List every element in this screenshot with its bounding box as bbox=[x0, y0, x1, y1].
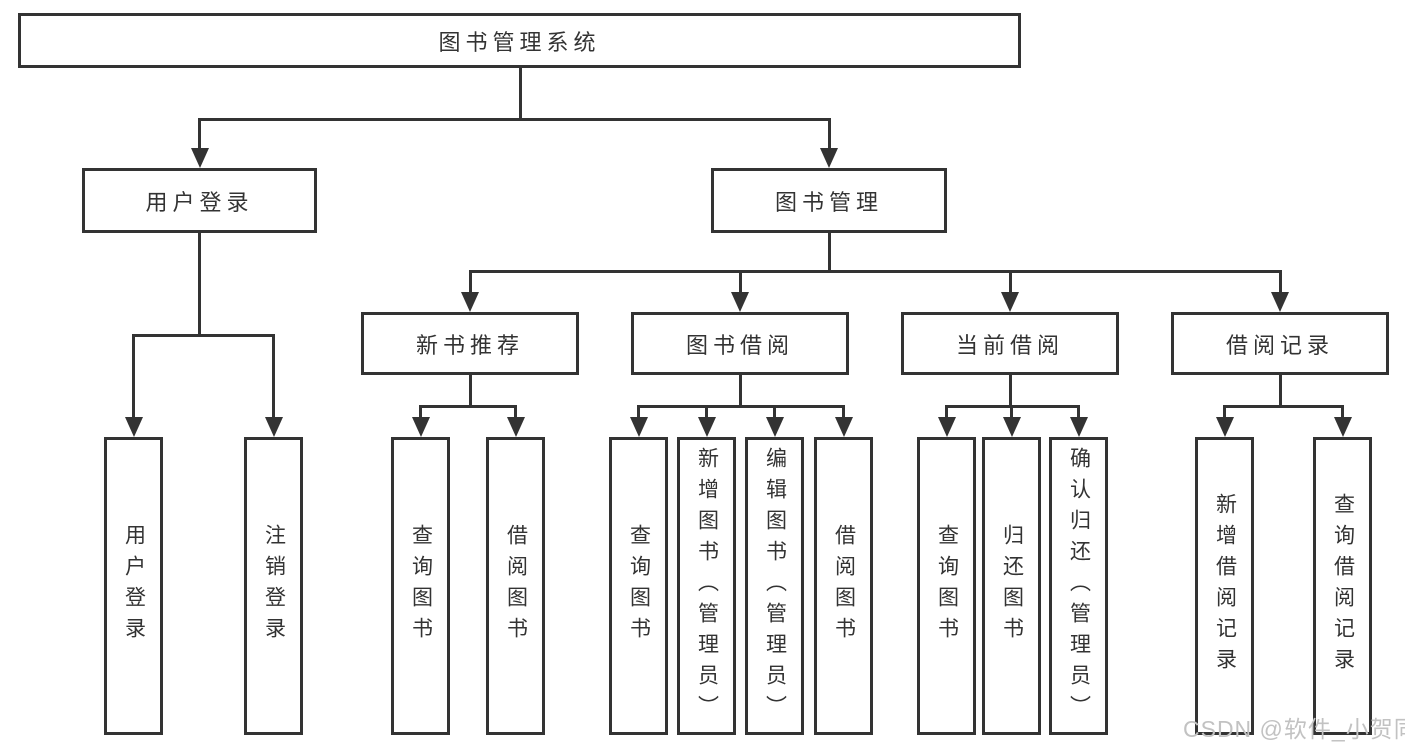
arrowhead-down-icon bbox=[765, 417, 784, 437]
connector-hline bbox=[637, 405, 845, 408]
arrowhead-down-icon bbox=[124, 417, 143, 437]
connector-vline bbox=[1008, 270, 1012, 294]
leaf-borrow-books: 借阅图书 bbox=[814, 437, 873, 735]
arrowhead-down-icon bbox=[1271, 292, 1289, 312]
arrowhead-down-icon bbox=[190, 148, 209, 168]
connector-vline bbox=[198, 118, 201, 149]
connector-vline bbox=[198, 232, 201, 336]
connector-vline bbox=[1223, 405, 1226, 418]
arrowhead-down-icon bbox=[506, 417, 525, 437]
leaf-user-login: 用户登录 bbox=[104, 437, 163, 735]
leaf-edit-books-admin: 编辑图书（管理员） bbox=[745, 437, 804, 735]
leaf-query-borrow-record: 查询借阅记录 bbox=[1313, 437, 1372, 735]
node-current-borrowing: 当前借阅 bbox=[901, 312, 1119, 375]
connector-vline bbox=[1010, 405, 1013, 418]
connector-vline bbox=[827, 233, 831, 272]
connector-vline bbox=[132, 334, 135, 418]
leaf-query-books-current: 查询图书 bbox=[917, 437, 976, 735]
connector-vline bbox=[773, 405, 776, 418]
connector-vline bbox=[637, 405, 640, 418]
connector-vline bbox=[738, 270, 742, 294]
connector-hline bbox=[1223, 405, 1344, 408]
connector-vline bbox=[1278, 270, 1282, 294]
node-borrowing-records: 借阅记录 bbox=[1171, 312, 1389, 375]
connector-hline bbox=[132, 334, 275, 337]
leaf-query-books-recommend: 查询图书 bbox=[391, 437, 450, 735]
arrowhead-down-icon bbox=[264, 417, 283, 437]
connector-vline bbox=[738, 374, 742, 407]
connector-vline bbox=[1278, 374, 1282, 407]
connector-vline bbox=[705, 405, 708, 418]
connector-vline bbox=[518, 68, 522, 121]
arrowhead-down-icon bbox=[937, 417, 956, 437]
arrowhead-down-icon bbox=[1001, 292, 1019, 312]
connector-vline bbox=[1077, 405, 1080, 418]
node-new-book-recommend: 新书推荐 bbox=[361, 312, 579, 375]
connector-vline bbox=[468, 374, 472, 407]
node-book-management: 图书管理 bbox=[711, 168, 947, 233]
connector-vline bbox=[272, 334, 275, 418]
connector-vline bbox=[1008, 374, 1012, 407]
leaf-query-books-borrowing: 查询图书 bbox=[609, 437, 668, 735]
arrowhead-down-icon bbox=[461, 292, 479, 312]
connector-vline bbox=[468, 270, 472, 294]
leaf-return-books: 归还图书 bbox=[982, 437, 1041, 735]
connector-hline bbox=[419, 405, 517, 408]
arrowhead-down-icon bbox=[411, 417, 430, 437]
leaf-confirm-return-admin: 确认归还（管理员） bbox=[1049, 437, 1108, 735]
arrowhead-down-icon bbox=[820, 148, 838, 168]
arrowhead-down-icon bbox=[1215, 417, 1234, 437]
connector-vline bbox=[842, 405, 845, 418]
connector-hline bbox=[468, 270, 1282, 273]
arrowhead-down-icon bbox=[1069, 417, 1088, 437]
node-root-library-system: 图书管理系统 bbox=[18, 13, 1021, 68]
arrowhead-down-icon bbox=[629, 417, 648, 437]
leaf-add-borrow-record: 新增借阅记录 bbox=[1195, 437, 1254, 735]
connector-vline bbox=[1341, 405, 1344, 418]
node-user-login: 用户登录 bbox=[82, 168, 317, 233]
arrowhead-down-icon bbox=[1002, 417, 1021, 437]
connector-vline bbox=[514, 405, 517, 418]
connector-vline bbox=[827, 118, 831, 149]
leaf-logout: 注销登录 bbox=[244, 437, 303, 735]
arrowhead-down-icon bbox=[731, 292, 749, 312]
leaf-borrow-books-recommend: 借阅图书 bbox=[486, 437, 545, 735]
connector-vline bbox=[419, 405, 422, 418]
leaf-add-books-admin: 新增图书（管理员） bbox=[677, 437, 736, 735]
arrowhead-down-icon bbox=[834, 417, 853, 437]
connector-vline bbox=[945, 405, 948, 418]
node-book-borrowing: 图书借阅 bbox=[631, 312, 849, 375]
arrowhead-down-icon bbox=[697, 417, 716, 437]
connector-hline bbox=[198, 118, 831, 121]
arrowhead-down-icon bbox=[1333, 417, 1352, 437]
csdn-watermark: CSDN @软件_小贺同学 bbox=[1183, 716, 1405, 742]
